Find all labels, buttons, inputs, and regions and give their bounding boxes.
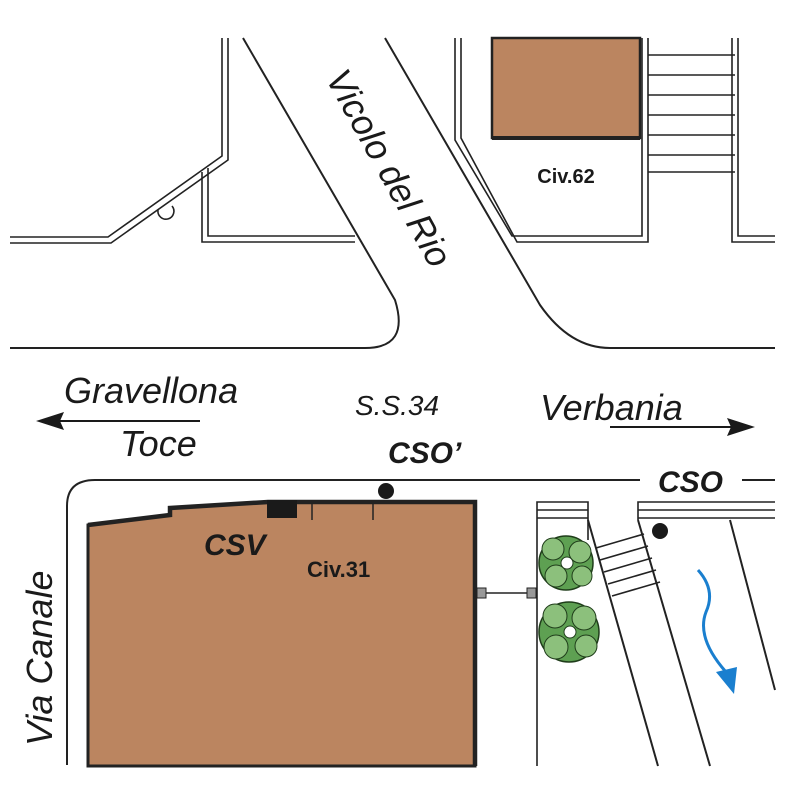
verbania-label: Verbania bbox=[540, 387, 683, 428]
civ62-label: Civ.62 bbox=[537, 166, 594, 188]
gravellona-direction: Gravellona Toce bbox=[36, 370, 238, 464]
civ62-block: Civ.62 bbox=[454, 36, 775, 243]
civ31-block: CSV Civ.31 bbox=[86, 483, 478, 768]
canal-walls bbox=[536, 501, 776, 767]
vicolo-road bbox=[10, 37, 775, 349]
gravellona-label: Gravellona bbox=[64, 370, 238, 411]
cso-prime-label: CSO’ bbox=[388, 437, 462, 470]
arrow-left-icon bbox=[36, 412, 64, 430]
building-civ62 bbox=[490, 36, 642, 140]
cso-marker bbox=[652, 523, 668, 539]
csv-label: CSV bbox=[204, 529, 269, 562]
toce-label: Toce bbox=[120, 423, 197, 464]
tree-upper bbox=[538, 535, 594, 591]
civ31-label: Civ.31 bbox=[307, 557, 370, 582]
road-number-label: S.S.34 bbox=[355, 390, 439, 421]
verbania-direction: Verbania bbox=[540, 387, 755, 436]
via-canale-label: Via Canale bbox=[19, 571, 60, 746]
tree-lower bbox=[538, 601, 600, 663]
gate bbox=[476, 587, 537, 599]
cso-prime-marker bbox=[378, 483, 394, 499]
lower-road-curb bbox=[66, 479, 640, 765]
building-civ31 bbox=[86, 500, 477, 768]
water-flow-arrow-icon bbox=[696, 568, 737, 694]
cso-label: CSO bbox=[658, 466, 723, 499]
arrow-right-icon bbox=[727, 418, 755, 436]
upper-left-block bbox=[10, 38, 355, 244]
csv-box bbox=[267, 500, 297, 518]
